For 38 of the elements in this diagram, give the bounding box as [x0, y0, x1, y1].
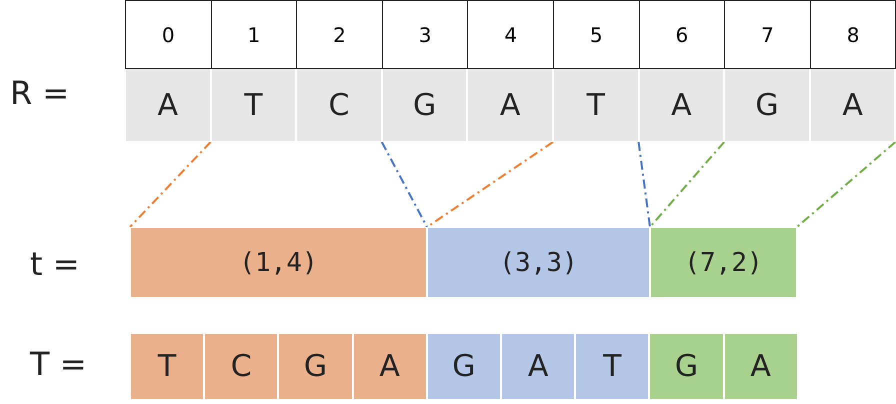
sequence-cell: A [352, 333, 427, 400]
connector-line [796, 141, 896, 228]
sequence-cell: A [467, 68, 553, 142]
row-label: t = [30, 245, 80, 283]
sequence-cell: T [575, 333, 650, 400]
sequence-cell: T [130, 333, 204, 400]
connector-line [638, 142, 651, 228]
sequence-cell: C [296, 68, 382, 142]
index-number: 4 [467, 0, 554, 69]
sequence-cell: G [278, 333, 353, 400]
connector-line [649, 141, 725, 228]
sequence-cell: G [649, 333, 724, 400]
sequence-cell: C [204, 333, 278, 400]
index-number: 5 [553, 0, 640, 69]
connector-line [129, 141, 212, 228]
sequence-cell: T [210, 68, 296, 142]
index-number: 0 [125, 0, 212, 69]
index-number: 7 [724, 0, 811, 69]
sequence-cell: A [501, 333, 576, 400]
sequence-cell: A [638, 68, 724, 142]
index-number: 6 [638, 0, 726, 69]
row-label: T = [30, 345, 87, 383]
segment-box: (1,4) [130, 227, 427, 298]
connector-line [380, 142, 428, 228]
index-number: 1 [210, 0, 298, 69]
index-number: 3 [382, 0, 468, 69]
sequence-cell: A [125, 68, 211, 142]
sequence-cell: G [724, 68, 810, 142]
index-number: 8 [810, 0, 896, 69]
sequence-cell: G [426, 333, 501, 400]
sequence-cell: T [553, 68, 639, 142]
sequence-cell: A [810, 68, 896, 142]
segment-box: (7,2) [650, 227, 797, 298]
sequence-cell: G [382, 68, 468, 142]
row-label: R = [10, 74, 70, 112]
segment-box: (3,3) [427, 227, 650, 298]
sequence-cell: A [724, 333, 798, 400]
index-number: 2 [296, 0, 383, 69]
